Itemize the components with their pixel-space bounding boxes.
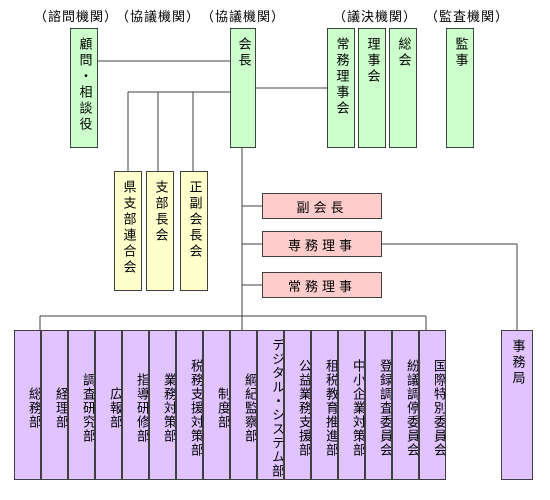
executive-directors-box: 常務理事会	[327, 28, 355, 148]
department-box: 綱紀監察部	[230, 330, 257, 480]
president-box: 会長	[230, 28, 256, 148]
department-box: 業務対策部	[149, 330, 176, 480]
department-box: 紛議調停委員会	[392, 330, 419, 480]
department-box: 公益業務支援部	[284, 330, 311, 480]
board-box: 理事会	[358, 28, 386, 148]
department-box: 税務支援対策部	[176, 330, 203, 480]
header-consult-1: （協議機関）	[116, 10, 201, 25]
department-box: 経理部	[41, 330, 68, 480]
officers-box: 正副会長会	[180, 171, 208, 291]
department-box: 租税教育推進部	[311, 330, 338, 480]
advisor-box: 顧問・相談役	[70, 28, 98, 148]
header-advisory: （諮問機関）	[34, 10, 119, 25]
general-meeting-box: 総会	[389, 28, 417, 148]
branch-chiefs-box: 支部長会	[146, 171, 174, 291]
department-box: 調査研究部	[68, 330, 95, 480]
vice-president-box: 副会長	[262, 193, 382, 219]
pref-branch-box: 県支部連合会	[114, 171, 142, 291]
managing-director-box: 常務理事	[262, 272, 382, 298]
department-box: 指導研修部	[122, 330, 149, 480]
department-box: 登録調査委員会	[365, 330, 392, 480]
department-box: 総務部	[14, 330, 41, 480]
department-box: 国際特別委員会	[419, 330, 446, 480]
department-box: 広報部	[95, 330, 122, 480]
department-box: デジタル・システム部	[257, 330, 284, 480]
header-audit: （監査機関）	[425, 10, 510, 25]
department-box: 制度部	[203, 330, 230, 480]
header-legislative: （議決機関）	[333, 10, 418, 25]
department-box: 中小企業対策部	[338, 330, 365, 480]
header-consult-2: （協議機関）	[201, 10, 286, 25]
auditor-box: 監事	[446, 28, 474, 148]
secretariat-box: 事務局	[501, 330, 533, 480]
senior-director-box: 専務理事	[262, 231, 382, 257]
